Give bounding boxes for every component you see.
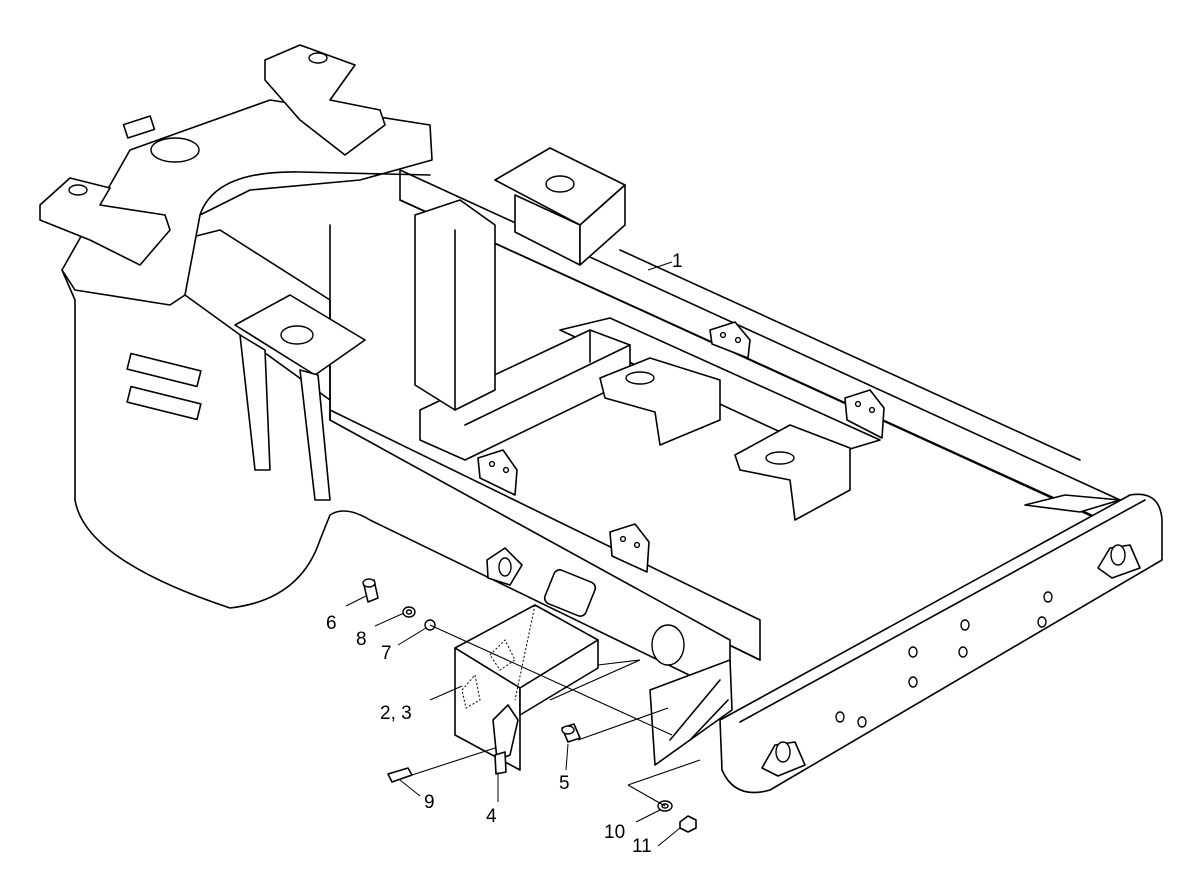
callout-1: 1	[672, 251, 683, 272]
callout-9: 9	[424, 792, 435, 813]
leader-lines	[345, 261, 681, 847]
callout-5: 5	[559, 773, 570, 794]
callout-6: 6	[326, 613, 337, 634]
callout-11: 11	[632, 836, 652, 857]
cover-bracket-assembly	[454, 604, 599, 775]
callout-10: 10	[604, 822, 625, 843]
guide-lines	[411, 624, 701, 807]
callout-4: 4	[486, 806, 497, 827]
callout-2-3: 2, 3	[380, 703, 412, 724]
main-frame	[39, 44, 1163, 794]
callout-7: 7	[381, 643, 392, 664]
callout-8: 8	[356, 629, 367, 650]
callout-labels: 1 2, 3 4 5 6 7 8 9 10 11	[326, 251, 683, 857]
